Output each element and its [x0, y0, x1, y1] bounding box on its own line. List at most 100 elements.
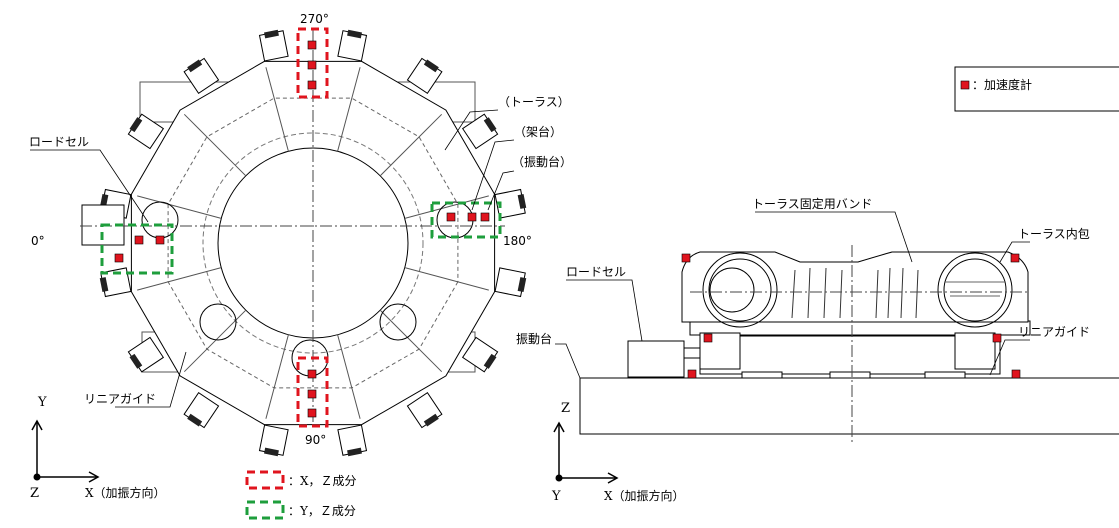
accelerometer — [687, 369, 697, 379]
load-cell-label: ロードセル — [29, 135, 89, 149]
bracket — [127, 336, 165, 373]
accelerometer — [467, 212, 477, 222]
torus-right-outer — [937, 252, 1013, 328]
yz-box-left — [100, 223, 174, 275]
accelerometer — [307, 80, 317, 90]
loadcell-side-leader — [566, 279, 643, 342]
torus-label: （トーラス） — [498, 95, 570, 109]
bracket — [337, 424, 368, 457]
green-box-legend — [245, 500, 285, 520]
torus-right-inner — [943, 258, 1007, 322]
segment-line — [337, 334, 361, 419]
axes-left — [31, 419, 100, 483]
segment-line — [404, 267, 489, 291]
xz-component-label: ：X，Ｚ成分 — [288, 474, 357, 488]
bracket — [258, 29, 289, 62]
linear-guide-side-label: リニアガイド — [1018, 325, 1090, 339]
shake-leader — [487, 170, 515, 211]
legend-marker — [960, 80, 970, 90]
segment-line — [137, 267, 222, 291]
segment-line — [337, 67, 361, 152]
shake-table-side-label: 振動台 — [516, 331, 552, 346]
accelerometer — [307, 40, 317, 50]
shake-table-body — [579, 377, 1119, 435]
torus-left-inner — [708, 258, 772, 322]
accelerometer — [681, 253, 691, 263]
accelerometer — [1010, 253, 1020, 263]
angle-180-label: 180° — [503, 234, 532, 248]
accelerometer — [307, 369, 317, 379]
accelerometer — [992, 333, 1002, 343]
band-leader — [755, 211, 913, 263]
linear-side-leader — [989, 339, 1030, 376]
torus-left-outer — [702, 252, 778, 328]
bracket — [99, 267, 132, 298]
axis-x-label-left: X（加振方向） — [85, 485, 166, 500]
bracket — [494, 267, 527, 298]
accelerometer — [1011, 369, 1021, 379]
origin-dot-right — [555, 474, 563, 482]
bracket — [183, 57, 220, 95]
yz-component-label: ：Y，Ｚ成分 — [288, 504, 356, 518]
torus-inner-leader — [999, 241, 1030, 263]
side-view — [579, 245, 1119, 445]
accelerometer — [134, 235, 144, 245]
linear-leader — [115, 351, 187, 408]
segment-line — [265, 67, 289, 152]
bracket — [258, 424, 289, 457]
accelerometer — [307, 408, 317, 418]
origin-dot-left — [33, 473, 41, 481]
leader-lines-right — [555, 211, 1030, 379]
axis-y-label-left: Y — [37, 395, 47, 410]
axis-y-label-right: Y — [551, 489, 561, 504]
bracket — [183, 391, 220, 429]
segment-line — [379, 113, 443, 177]
bracket — [406, 57, 443, 95]
frame-leader — [471, 139, 515, 211]
linear-guide-label: リニアガイド — [84, 392, 156, 406]
accelerometer — [307, 389, 317, 399]
axis-x-label-right: X（加振方向） — [604, 488, 685, 503]
angle-0-label: 0° — [31, 234, 45, 248]
accelerometer — [114, 253, 124, 263]
torus-inner-label: トーラス内包 — [1018, 227, 1090, 241]
red-box-legend — [245, 470, 285, 490]
angle-270-label: 270° — [300, 12, 329, 26]
bracket — [461, 336, 499, 373]
segment-line — [379, 309, 443, 373]
base-platform — [699, 335, 1001, 375]
xz-box-top — [296, 27, 329, 99]
load-cell-side — [627, 340, 685, 378]
bracket — [127, 113, 165, 150]
shake-table-label: （振動台） — [512, 154, 572, 169]
accelerometer — [480, 212, 490, 222]
outer-brackets — [99, 29, 527, 457]
segment-line — [137, 195, 222, 219]
accelerometers-top-view — [114, 40, 490, 418]
axis-z-label-left: Z — [30, 486, 39, 501]
side-block — [954, 332, 996, 370]
segment-line — [183, 113, 247, 177]
accelerometer — [703, 333, 713, 343]
bracket — [337, 29, 368, 62]
leader-lines-left — [30, 109, 515, 408]
legend-label: ：加速度計 — [972, 77, 1032, 92]
angle-90-label: 90° — [305, 433, 326, 447]
yz-box-right — [430, 201, 502, 239]
rollers — [741, 371, 966, 379]
segment-line — [404, 195, 489, 219]
component-boxes — [100, 27, 502, 428]
legend-box — [954, 66, 1119, 112]
bracket — [494, 188, 527, 219]
bracket — [406, 391, 443, 429]
loadcell-leader — [30, 149, 149, 223]
axis-z-label-right: Z — [561, 401, 570, 416]
band-label: トーラス固定用バンド — [752, 196, 872, 211]
accelerometer — [307, 60, 317, 70]
frame-label: （架台） — [514, 124, 562, 139]
torus-left-core — [709, 267, 755, 313]
axes-right — [553, 421, 619, 484]
shake-table-leader — [555, 343, 581, 379]
